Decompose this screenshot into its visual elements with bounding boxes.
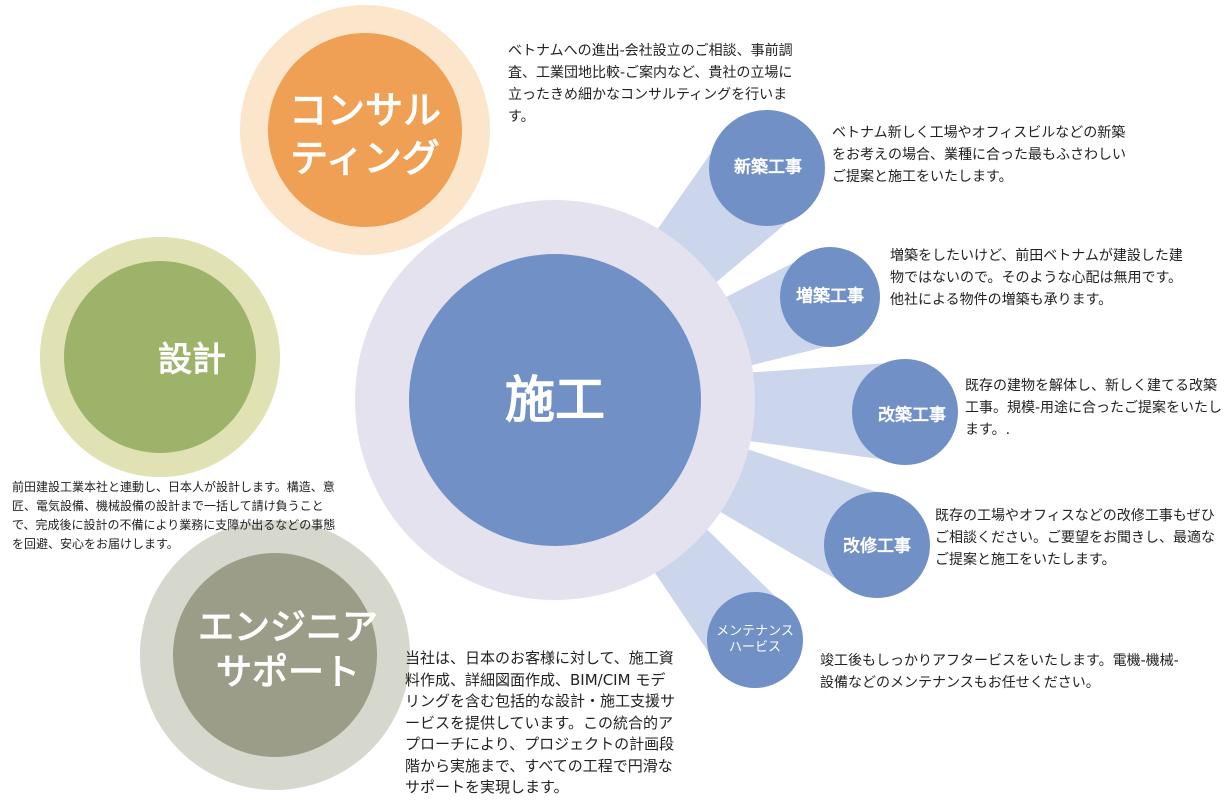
service-title-renovation: 改修工事 [843,536,911,557]
consulting-title: コンサルティング [288,88,442,181]
engineer-title: エンジニアサポート [197,607,379,693]
service-circle-new[interactable] [709,110,825,226]
service-description-renovation: 既存の工場やオフィスなどの改修工事もぜひご相談ください。ご要望をお聞きし、最適な… [935,508,1215,568]
service-description-new: ベトナム新しく工場やオフィスビルなどの新築をお考えの場合、業種に合った最もふさわ… [832,125,1126,185]
service-title-new: 新築工事 [734,157,802,178]
engineer-description: 当社は、日本のお客様に対して、施工資料作成、詳細図面作成、BIM/CIM モデリ… [405,649,676,796]
service-circle-extension[interactable] [780,247,880,347]
construction-circle[interactable] [409,254,701,546]
engineer-circle[interactable] [173,553,377,757]
service-circle-rebuild[interactable] [852,359,958,465]
service-title-rebuild: 改築工事 [878,405,946,426]
service-description-maintenance: 竣工後もしっかりアフタービスをいたします。電機-機械-設備などのメンテナンスもお… [820,653,1179,691]
design-circle[interactable] [64,261,256,453]
service-circle-maintenance[interactable] [707,592,803,688]
service-circles [707,110,958,688]
service-description-extension: 増築をしたいけど、前田ベトナムが建設した建物ではないので。そのような心配は無用で… [890,248,1183,308]
design-title: 設計 [158,339,226,380]
service-title-extension: 増築工事 [796,286,864,307]
design-description: 前田建設工業本社と連動し、日本人が設計します。構造、意匠、電気設備、機械設備の設… [12,480,336,551]
service-circle-renovation[interactable] [824,492,930,598]
consulting-description: ベトナムへの進出-会社設立のご相談、事前調査、工業団地比較-ご案内など、貴社の立… [508,43,793,125]
construction-title: 施工 [505,370,605,429]
service-description-rebuild: 既存の建物を解体し、新しく建てる改築工事。規模-用途に合ったご提案をいたします。… [965,378,1223,438]
consulting-circle[interactable] [268,33,462,227]
service-title-maintenance: メンテナンスハービス [716,623,794,655]
